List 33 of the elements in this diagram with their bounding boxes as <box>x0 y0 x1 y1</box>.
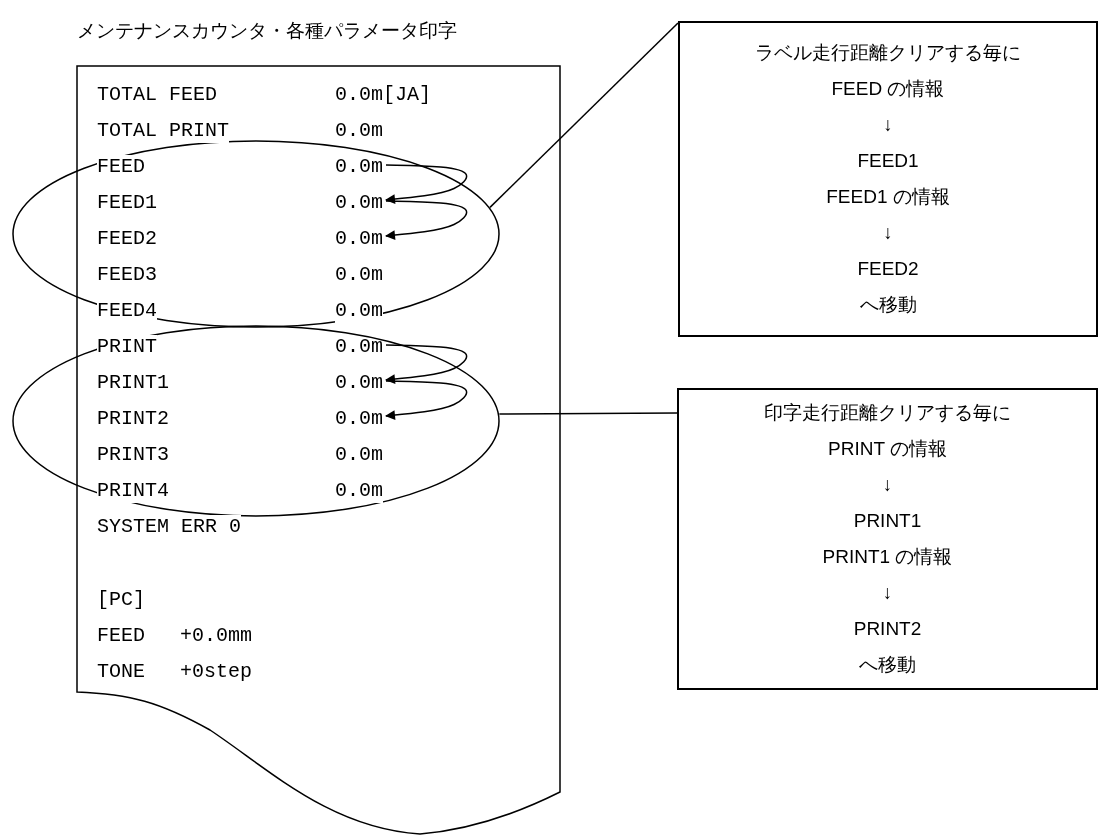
callout-text: ↓ <box>882 581 893 605</box>
leader-line <box>489 22 679 209</box>
curved-arrow <box>385 344 468 385</box>
callout-text: PRINT の情報 <box>828 437 947 461</box>
callout-text: FEED1 の情報 <box>826 185 950 209</box>
callout-box <box>677 388 1098 690</box>
callout-text: FEED の情報 <box>831 77 945 101</box>
counter-value: 0.0m <box>335 227 383 251</box>
callout-text: PRINT1 の情報 <box>822 545 953 569</box>
callout-text: FEED2 <box>857 257 919 281</box>
callout-text: FEED1 <box>857 149 919 173</box>
callout-text: ↓ <box>883 113 893 137</box>
counter-value: 0.0m <box>335 155 383 179</box>
callout-text: へ移動 <box>859 293 917 317</box>
counter-value: 0.0m <box>335 335 383 359</box>
curved-arrow <box>385 164 468 205</box>
counter-value: 0.0m <box>335 371 383 395</box>
callout-text: へ移動 <box>859 653 916 677</box>
curved-arrow <box>385 380 468 421</box>
callout-text: ↓ <box>883 221 893 245</box>
callout-text: ラベル走行距離クリアする毎に <box>755 41 1021 65</box>
title: メンテナンスカウンタ・各種パラメータ印字 <box>77 19 457 43</box>
highlight-ellipse <box>12 325 500 517</box>
leader-line <box>498 412 678 415</box>
callout-text: PRINT1 <box>853 509 922 533</box>
curved-arrow <box>385 200 468 241</box>
counter-value: 0.0m <box>335 191 383 215</box>
callout-text: PRINT2 <box>853 617 922 641</box>
callout-text: ↓ <box>882 473 893 497</box>
callout-box <box>678 21 1098 337</box>
counter-value: 0.0m <box>335 407 383 431</box>
highlight-ellipse <box>12 140 500 328</box>
callout-text: 印字走行距離クリアする毎に <box>764 401 1011 425</box>
